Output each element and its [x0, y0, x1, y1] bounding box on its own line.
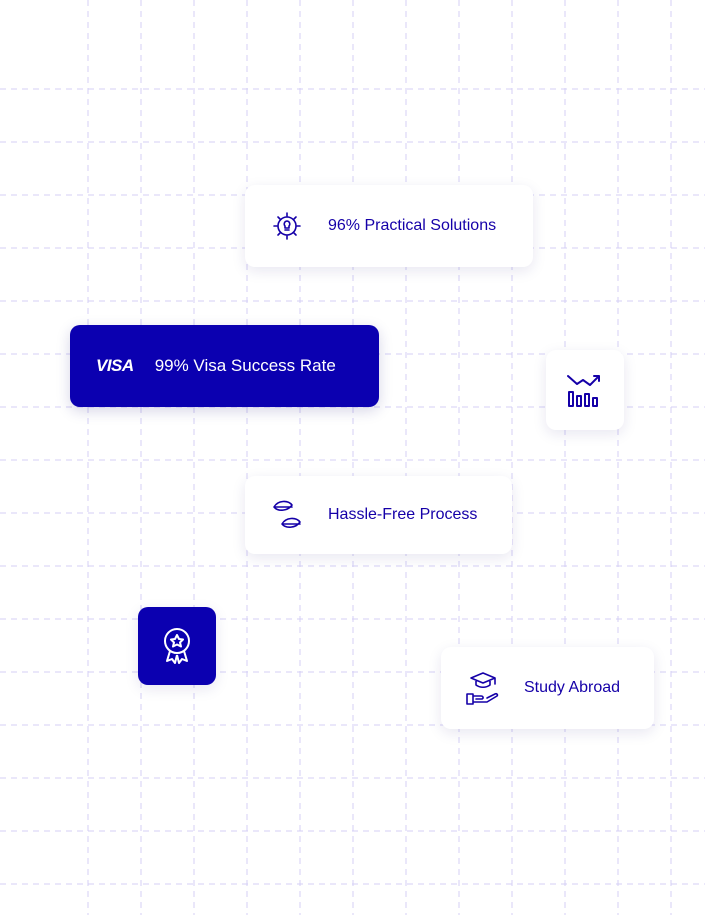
bar-chart-trend-icon — [565, 370, 605, 410]
visa-success-label: 99% Visa Success Rate — [154, 356, 336, 375]
chart-icon-card — [546, 350, 624, 430]
gear-bulb-icon — [269, 209, 305, 243]
hassle-free-card: Hassle-Free Process — [245, 476, 512, 554]
practical-solutions-label: 96% Practical Solutions — [328, 217, 497, 234]
award-badge-icon — [159, 626, 195, 666]
visa-logo: VISA — [96, 356, 134, 375]
hassle-free-label: Hassle-Free Process — [328, 506, 478, 523]
study-abroad-label: Study Abroad — [524, 679, 621, 696]
graduation-cap-hand-icon — [465, 670, 501, 706]
visa-success-card: VISA 99% Visa Success Rate — [70, 325, 379, 407]
leaves-icon — [269, 497, 305, 533]
award-icon-card — [138, 607, 216, 685]
practical-solutions-card: 96% Practical Solutions — [245, 185, 533, 267]
study-abroad-card: Study Abroad — [441, 647, 654, 729]
